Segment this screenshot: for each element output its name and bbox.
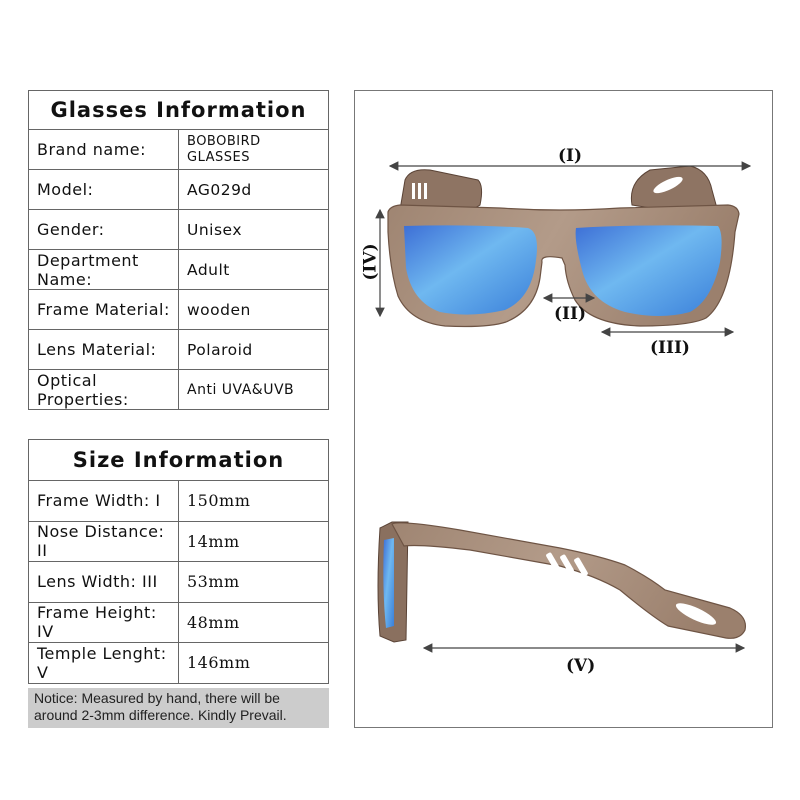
- table-row: Lens Material: Polaroid: [28, 329, 329, 370]
- lens-right: [575, 225, 722, 316]
- dimension-label-iv: (IV): [360, 243, 381, 281]
- brand-name-label: Brand name:: [28, 129, 179, 170]
- size-information-table: Size Information Frame Width: I 150mm No…: [28, 439, 329, 684]
- table-row: Optical Properties: Anti UVA&UVB: [28, 369, 329, 410]
- side-view-temple: [391, 522, 747, 639]
- lens-left: [404, 225, 537, 315]
- side-view-frame: [377, 521, 409, 643]
- glasses-information-title: Glasses Information: [28, 90, 329, 130]
- table-row: Frame Width: I 150mm: [28, 480, 329, 522]
- table-row: Brand name: BOBOBIRD GLASSES: [28, 129, 329, 170]
- nose-distance-label: Nose Distance: II: [28, 520, 179, 562]
- dimension-label-ii: (II): [554, 304, 586, 324]
- temple-length-value: 146mm: [178, 642, 329, 684]
- lens-material-label: Lens Material:: [28, 329, 179, 370]
- table-row: Department Name: Adult: [28, 249, 329, 290]
- department-name-label: Department Name:: [28, 249, 179, 290]
- dimension-label-i: (I): [558, 146, 583, 166]
- temple-length-label: Temple Lenght: V: [28, 642, 179, 684]
- temple-arm-left: [399, 169, 483, 213]
- table-row: Frame Material: wooden: [28, 289, 329, 330]
- gender-value: Unisex: [178, 209, 329, 250]
- measurement-notice: Notice: Measured by hand, there will be …: [28, 688, 329, 728]
- lens-material-value: Polaroid: [178, 329, 329, 370]
- dimension-label-iii: (III): [650, 338, 690, 358]
- table-row: Gender: Unisex: [28, 209, 329, 250]
- gender-label: Gender:: [28, 209, 179, 250]
- table-row: Nose Distance: II 14mm: [28, 520, 329, 562]
- frame-material-label: Frame Material:: [28, 289, 179, 330]
- optical-properties-value: Anti UVA&UVB: [178, 369, 329, 410]
- table-row: Temple Lenght: V 146mm: [28, 642, 329, 684]
- temple-arm-right: [630, 165, 719, 215]
- table-row: Lens Width: III 53mm: [28, 561, 329, 603]
- optical-properties-label: Optical Properties:: [28, 369, 179, 410]
- nose-distance-value: 14mm: [178, 520, 329, 562]
- brand-name-value: BOBOBIRD GLASSES: [178, 129, 329, 170]
- lens-width-label: Lens Width: III: [28, 561, 179, 603]
- diagram-panel: [354, 90, 773, 728]
- model-value: AG029d: [178, 169, 329, 210]
- frame-material-value: wooden: [178, 289, 329, 330]
- dimension-label-v: (V): [566, 656, 596, 676]
- glasses-information-table: Glasses Information Brand name: BOBOBIRD…: [28, 90, 329, 410]
- size-information-title: Size Information: [28, 439, 329, 481]
- frame-width-value: 150mm: [178, 480, 329, 522]
